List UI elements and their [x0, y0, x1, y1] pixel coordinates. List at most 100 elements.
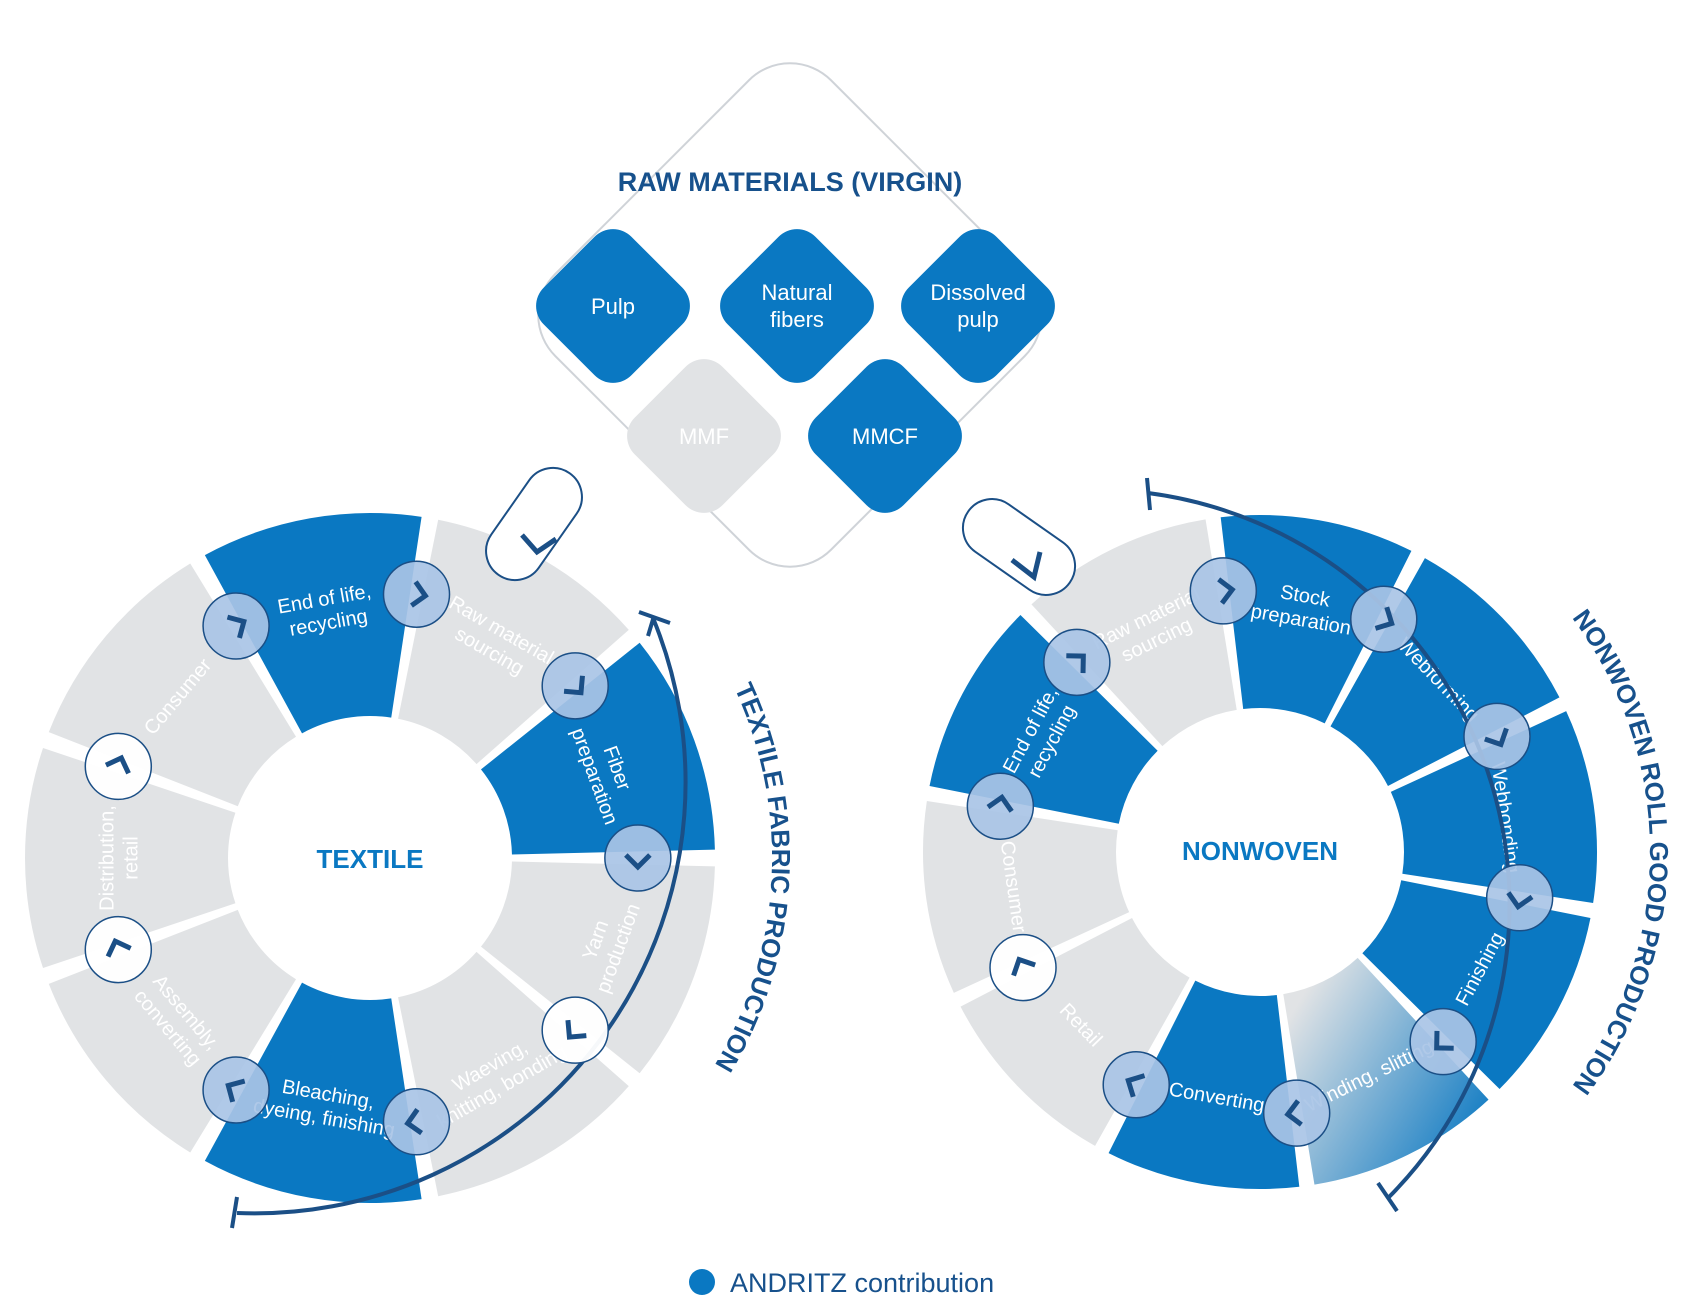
chevron-down-icon: [520, 533, 558, 556]
flow-chip: [1485, 864, 1554, 932]
chevron-icon: [1066, 653, 1086, 674]
wheel-segment: Bleaching,dyeing, finishing: [204, 982, 422, 1203]
flow-chip: [1102, 1051, 1170, 1119]
flow-chip: [1350, 585, 1418, 653]
flow-chip-circle: [1485, 864, 1554, 932]
flow-chip-circle: [541, 996, 609, 1064]
wheel-segment-shape: [398, 951, 629, 1197]
arc-label-path: TEXTILE FABRIC PRODUCTION: [709, 678, 796, 1077]
flow-chip-circle: [966, 772, 1035, 840]
wheel-segment: Raw materialsourcing: [1031, 519, 1237, 747]
textile-arc-tick-bottom: [230, 1196, 239, 1229]
raw-material-diamond: [627, 359, 781, 513]
flow-chip-circle: [989, 933, 1057, 1002]
wheel-segment: End of life,recycling: [204, 513, 422, 734]
connector-to-textile: [485, 466, 583, 582]
raw-material-diamond: [536, 229, 690, 383]
wheel-segment-shape: [1362, 880, 1591, 1090]
flow-chip: [966, 772, 1035, 840]
chevron-icon: [1011, 956, 1036, 977]
flow-chip-circle: [541, 652, 609, 720]
textile-arc-tick-top-stem: [646, 615, 656, 637]
flow-chip: [541, 652, 609, 720]
chevron-icon: [225, 1078, 246, 1103]
wheel-segment: Raw materialsourcing: [398, 519, 629, 765]
flow-chip: [202, 592, 270, 660]
chevron-icon: [1484, 727, 1509, 748]
wheel-segment: Stockpreparation: [1220, 515, 1412, 724]
chevron-icon: [624, 853, 652, 871]
raw-material-label: Pulp: [591, 294, 635, 319]
wheel-segment: End of life,recycling: [929, 614, 1158, 824]
flow-chip-circle: [382, 1088, 451, 1156]
wheel-segment-shape: [480, 642, 715, 855]
wheel-segment-shape: [204, 513, 422, 734]
nonwoven-arc-tick-top: [1145, 477, 1152, 511]
textile-center-label: TEXTILE: [317, 844, 424, 874]
wheel-segment: Converting: [1108, 980, 1300, 1189]
raw-material-item: Pulp: [536, 229, 690, 383]
chevron-icon: [1125, 1073, 1146, 1098]
wheel-segment: Distribution,retail: [25, 747, 236, 969]
chevron-icon: [404, 1107, 424, 1136]
chevron-icon: [105, 937, 132, 958]
wheel-segment: Webforming: [1330, 558, 1560, 786]
flow-chip: [84, 732, 153, 801]
wheel-segment-shape: [480, 861, 715, 1074]
chevron-icon: [226, 614, 247, 639]
chevron-down-icon: [1010, 551, 1043, 582]
wheel-segment-shape: [1031, 519, 1237, 747]
flow-chip-circle: [202, 592, 270, 660]
chevron-icon: [1506, 891, 1534, 911]
raw-material-diamond: [808, 359, 962, 513]
flow-chip: [382, 1088, 451, 1156]
wheel-segment: Retail: [960, 918, 1190, 1146]
flow-chip-circle: [1262, 1079, 1331, 1147]
flow-chip-circle: [1463, 702, 1531, 771]
chevron-icon: [565, 1019, 587, 1040]
flow-chip-circle: [1350, 585, 1418, 653]
raw-material-label: MMCF: [852, 424, 918, 449]
legend-label: ANDRITZ contribution: [730, 1268, 994, 1298]
chevron-icon: [563, 675, 585, 696]
textile-arc-label: TEXTILE FABRIC PRODUCTION: [709, 678, 796, 1077]
wheel-segment-shape: [1330, 558, 1560, 786]
flow-chip-circle: [1043, 628, 1111, 697]
chevron-icon: [1284, 1099, 1303, 1127]
wheel-segment: Consumer: [923, 801, 1130, 993]
flow-chip: [202, 1056, 270, 1124]
wheel-segment-shape: [204, 982, 422, 1203]
chevron-icon: [104, 754, 131, 775]
raw-material-diamond: [720, 229, 874, 383]
wheel-segment-shape: [1220, 515, 1412, 724]
chevron-icon: [986, 793, 1014, 813]
textile-wheel: Raw materialsourcingFiberpreparationYarn…: [25, 513, 796, 1229]
raw-material-label: MMF: [679, 424, 729, 449]
flow-chip: [382, 560, 451, 628]
connector-pill-textile: [485, 466, 583, 582]
wheel-segment-shape: [1108, 980, 1300, 1189]
nonwoven-arc-tick-bottom: [1376, 1181, 1399, 1213]
wheel-segment-shape: [960, 918, 1190, 1146]
flow-chip-circle: [202, 1056, 270, 1124]
nonwoven-center-label: NONWOVEN: [1182, 836, 1338, 866]
wheel-segment-shape: [25, 747, 236, 969]
flow-chip: [1043, 628, 1111, 697]
wheel-segment: Waeving,knitting, bonding: [398, 951, 629, 1197]
flow-chip: [1463, 702, 1531, 771]
wheel-segment-shape: [923, 801, 1130, 993]
wheel-segment-shape: [929, 614, 1158, 824]
nonwoven-arc-bracket: [1147, 491, 1512, 1200]
flow-chip: [1409, 1007, 1477, 1076]
flow-chip: [604, 824, 672, 892]
wheel-segment-shape: [1283, 957, 1489, 1185]
wheel-segment: Webbonding: [1390, 711, 1597, 903]
raw-material-diamond: [901, 229, 1055, 383]
